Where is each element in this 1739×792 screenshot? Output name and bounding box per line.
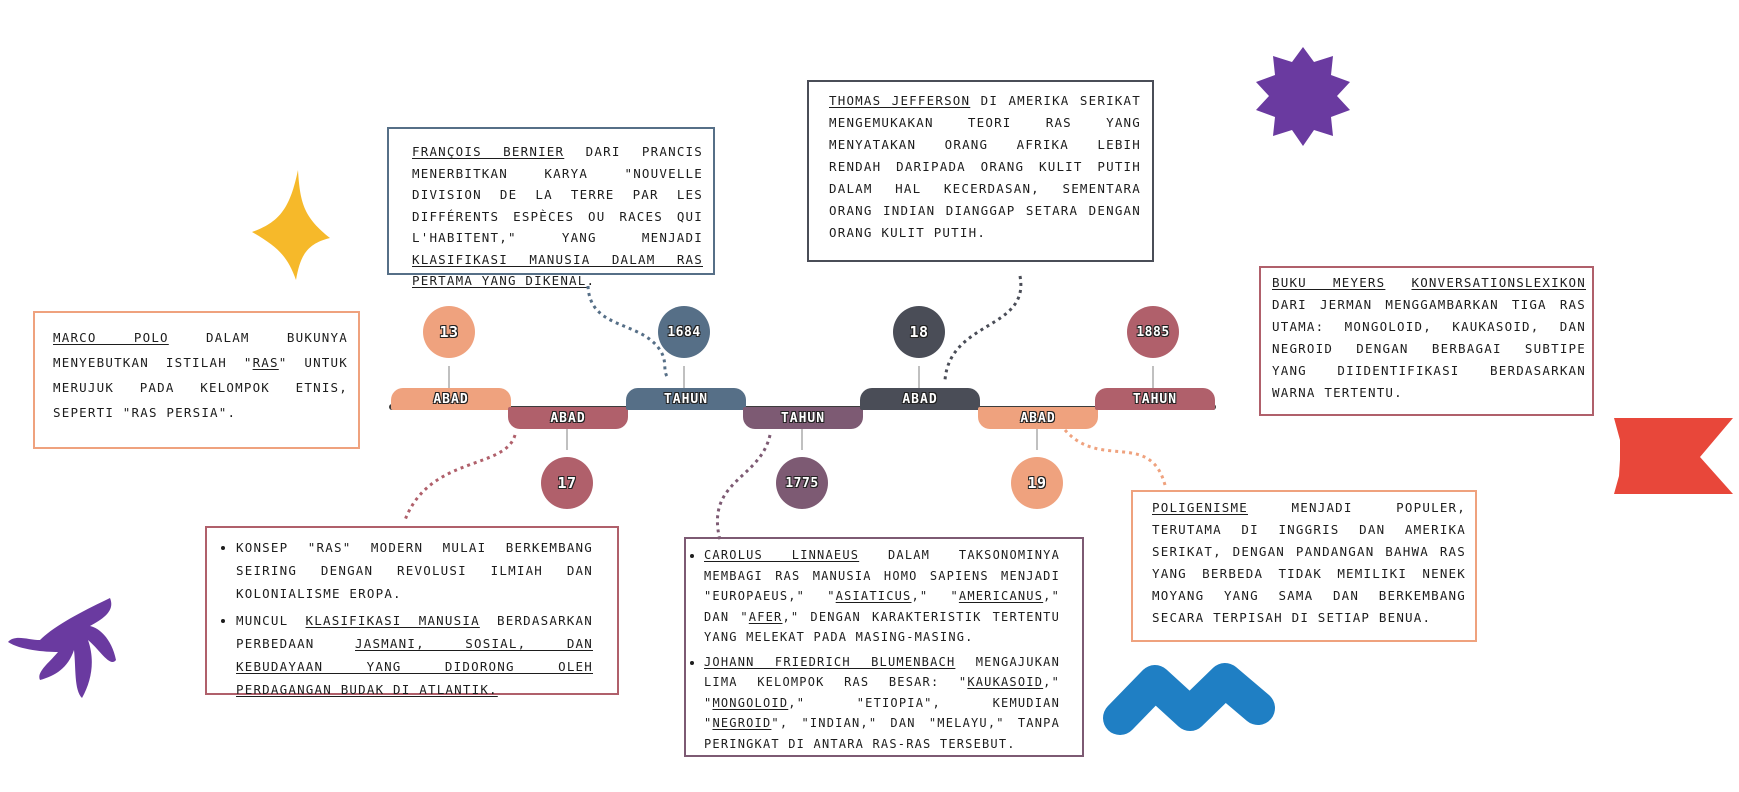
blumenbach-name: JOHANN FRIEDRICH BLUMENBACH xyxy=(704,654,956,669)
connector-18 xyxy=(943,275,1023,381)
text-run xyxy=(1385,275,1411,290)
text-run: MENJADI POPULER, TERUTAMA DI INGGRIS DAN… xyxy=(1152,500,1466,625)
blue-zigzag-shape xyxy=(1103,663,1275,735)
timeline-tab-tahun-1684: TAHUN xyxy=(626,388,746,410)
konversationslexikon-name: KONVERSATIONSLEXIKON xyxy=(1411,275,1586,290)
yellow-star-shape xyxy=(252,170,330,280)
bernier-name: FRANÇOIS BERNIER xyxy=(412,144,565,159)
term-klasifikasi-pertama: KLASIFIKASI MANUSIA DALAM RAS PERTAMA YA… xyxy=(412,251,703,289)
card-bernier: FRANÇOIS BERNIER DARI PRANCIS MENERBITKA… xyxy=(412,141,703,292)
connector-1684 xyxy=(586,285,670,379)
term-jasmani: JASMANI, SOSIAL, DAN KEBUDAYAAN YANG DID… xyxy=(236,636,593,697)
meyers-name: BUKU MEYERS xyxy=(1272,275,1386,290)
card-marco-polo: MARCO POLO DALAM BUKUNYA MENYEBUTKAN IST… xyxy=(53,325,348,425)
timeline-node-1775: 1775 xyxy=(776,457,828,509)
timeline-node-18: 18 xyxy=(893,306,945,358)
list-item: MUNCUL KLASIFIKASI MANUSIA BERDASARKAN P… xyxy=(236,609,593,701)
timeline-tab-abad-19: ABAD xyxy=(978,407,1098,429)
text-run: DARI JERMAN MENGGAMBARKAN TIGA RAS UTAMA… xyxy=(1272,297,1586,400)
connector-1775 xyxy=(716,434,772,541)
text-run: ", "INDIAN," DAN "MELAYU," TANPA PERINGK… xyxy=(704,716,1060,751)
card-century-17: KONSEP "RAS" MODERN MULAI BERKEMBANG SEI… xyxy=(218,536,593,705)
text-run: ," "ETIOPIA", KEMUDIAN " xyxy=(704,695,1060,731)
timeline-node-1684: 1684 xyxy=(658,306,710,358)
text-run: ," " xyxy=(704,675,1060,710)
timeline-tab-tahun-1885: TAHUN xyxy=(1095,388,1215,410)
card-poligenisme: POLIGENISME MENJADI POPULER, TERUTAMA DI… xyxy=(1152,497,1466,629)
text-run: BERDASARKAN PERBEDAAN xyxy=(236,613,593,651)
timeline-tab-abad-17: ABAD xyxy=(508,407,628,429)
purple-star-shape xyxy=(1256,47,1350,146)
term: KAUKASOID xyxy=(967,675,1044,689)
term: ASIATICUS xyxy=(835,589,912,603)
text-run: DARI PRANCIS MENERBITKAN KARYA "NOUVELLE… xyxy=(412,144,703,245)
text-run: DALAM BUKUNYA MENYEBUTKAN ISTILAH " xyxy=(53,330,348,370)
list-item: JOHANN FRIEDRICH BLUMENBACH MENGAJUKAN L… xyxy=(704,652,1060,755)
text-run: " UNTUK MERUJUK PADA KELOMPOK ETNIS, SEP… xyxy=(53,355,348,420)
timeline-tab-abad-18: ABAD xyxy=(860,388,980,410)
purple-splat-shape xyxy=(8,598,116,698)
card-meyers: BUKU MEYERS KONVERSATIONSLEXIKON DARI JE… xyxy=(1272,272,1586,404)
timeline-node-1885: 1885 xyxy=(1127,306,1179,358)
term-poligenisme: POLIGENISME xyxy=(1152,500,1248,515)
text-run: ," DAN " xyxy=(704,589,1060,624)
timeline-tab-abad-13: ABAD xyxy=(391,388,511,410)
linnaeus-name: CAROLUS LINNAEUS xyxy=(704,548,860,562)
timeline-node-17: 17 xyxy=(541,457,593,509)
jefferson-name: THOMAS JEFFERSON xyxy=(829,93,971,108)
term: AMERICANUS xyxy=(958,589,1044,603)
text-run: . xyxy=(586,273,596,288)
red-chevron-shape xyxy=(1614,418,1733,494)
term-klasifikasi: KLASIFIKASI MANUSIA xyxy=(305,613,480,628)
text-run: DI AMERIKA SERIKAT MENGEMUKAKAN TEORI RA… xyxy=(829,93,1141,240)
text-run: MUNCUL xyxy=(236,613,306,628)
card-linnaeus: CAROLUS LINNAEUS DALAM TAKSONOMINYA MEMB… xyxy=(686,545,1060,758)
list-item: KONSEP "RAS" MODERN MULAI BERKEMBANG SEI… xyxy=(236,536,593,605)
card-marco-polo-text: MARCO POLO DALAM BUKUNYA MENYEBUTKAN IST… xyxy=(53,325,348,425)
timeline-tab-tahun-1775: TAHUN xyxy=(743,407,863,429)
text-run: ," " xyxy=(911,589,959,603)
timeline-node-19: 19 xyxy=(1011,457,1063,509)
term-ras: RAS xyxy=(252,355,279,370)
connector-19 xyxy=(1063,429,1167,486)
term: NEGROID xyxy=(712,716,772,730)
list-item: CAROLUS LINNAEUS DALAM TAKSONOMINYA MEMB… xyxy=(704,545,1060,648)
text-run: MENGAJUKAN LIMA KELOMPOK RAS BESAR: " xyxy=(704,654,1060,690)
text-run: ," DENGAN KARAKTERISTIK TERTENTU YANG ME… xyxy=(704,609,1061,645)
term: MONGOLOID xyxy=(712,695,789,710)
term: AFER xyxy=(748,609,783,624)
marco-polo-name: MARCO POLO xyxy=(53,330,169,345)
connector-17 xyxy=(403,434,517,521)
text-run: KONSEP "RAS" MODERN MULAI BERKEMBANG SEI… xyxy=(236,540,593,601)
text-run: DALAM TAKSONOMINYA MEMBAGI RAS MANUSIA H… xyxy=(704,548,1060,603)
timeline-node-13: 13 xyxy=(423,306,475,358)
card-jefferson: THOMAS JEFFERSON DI AMERIKA SERIKAT MENG… xyxy=(829,90,1141,244)
